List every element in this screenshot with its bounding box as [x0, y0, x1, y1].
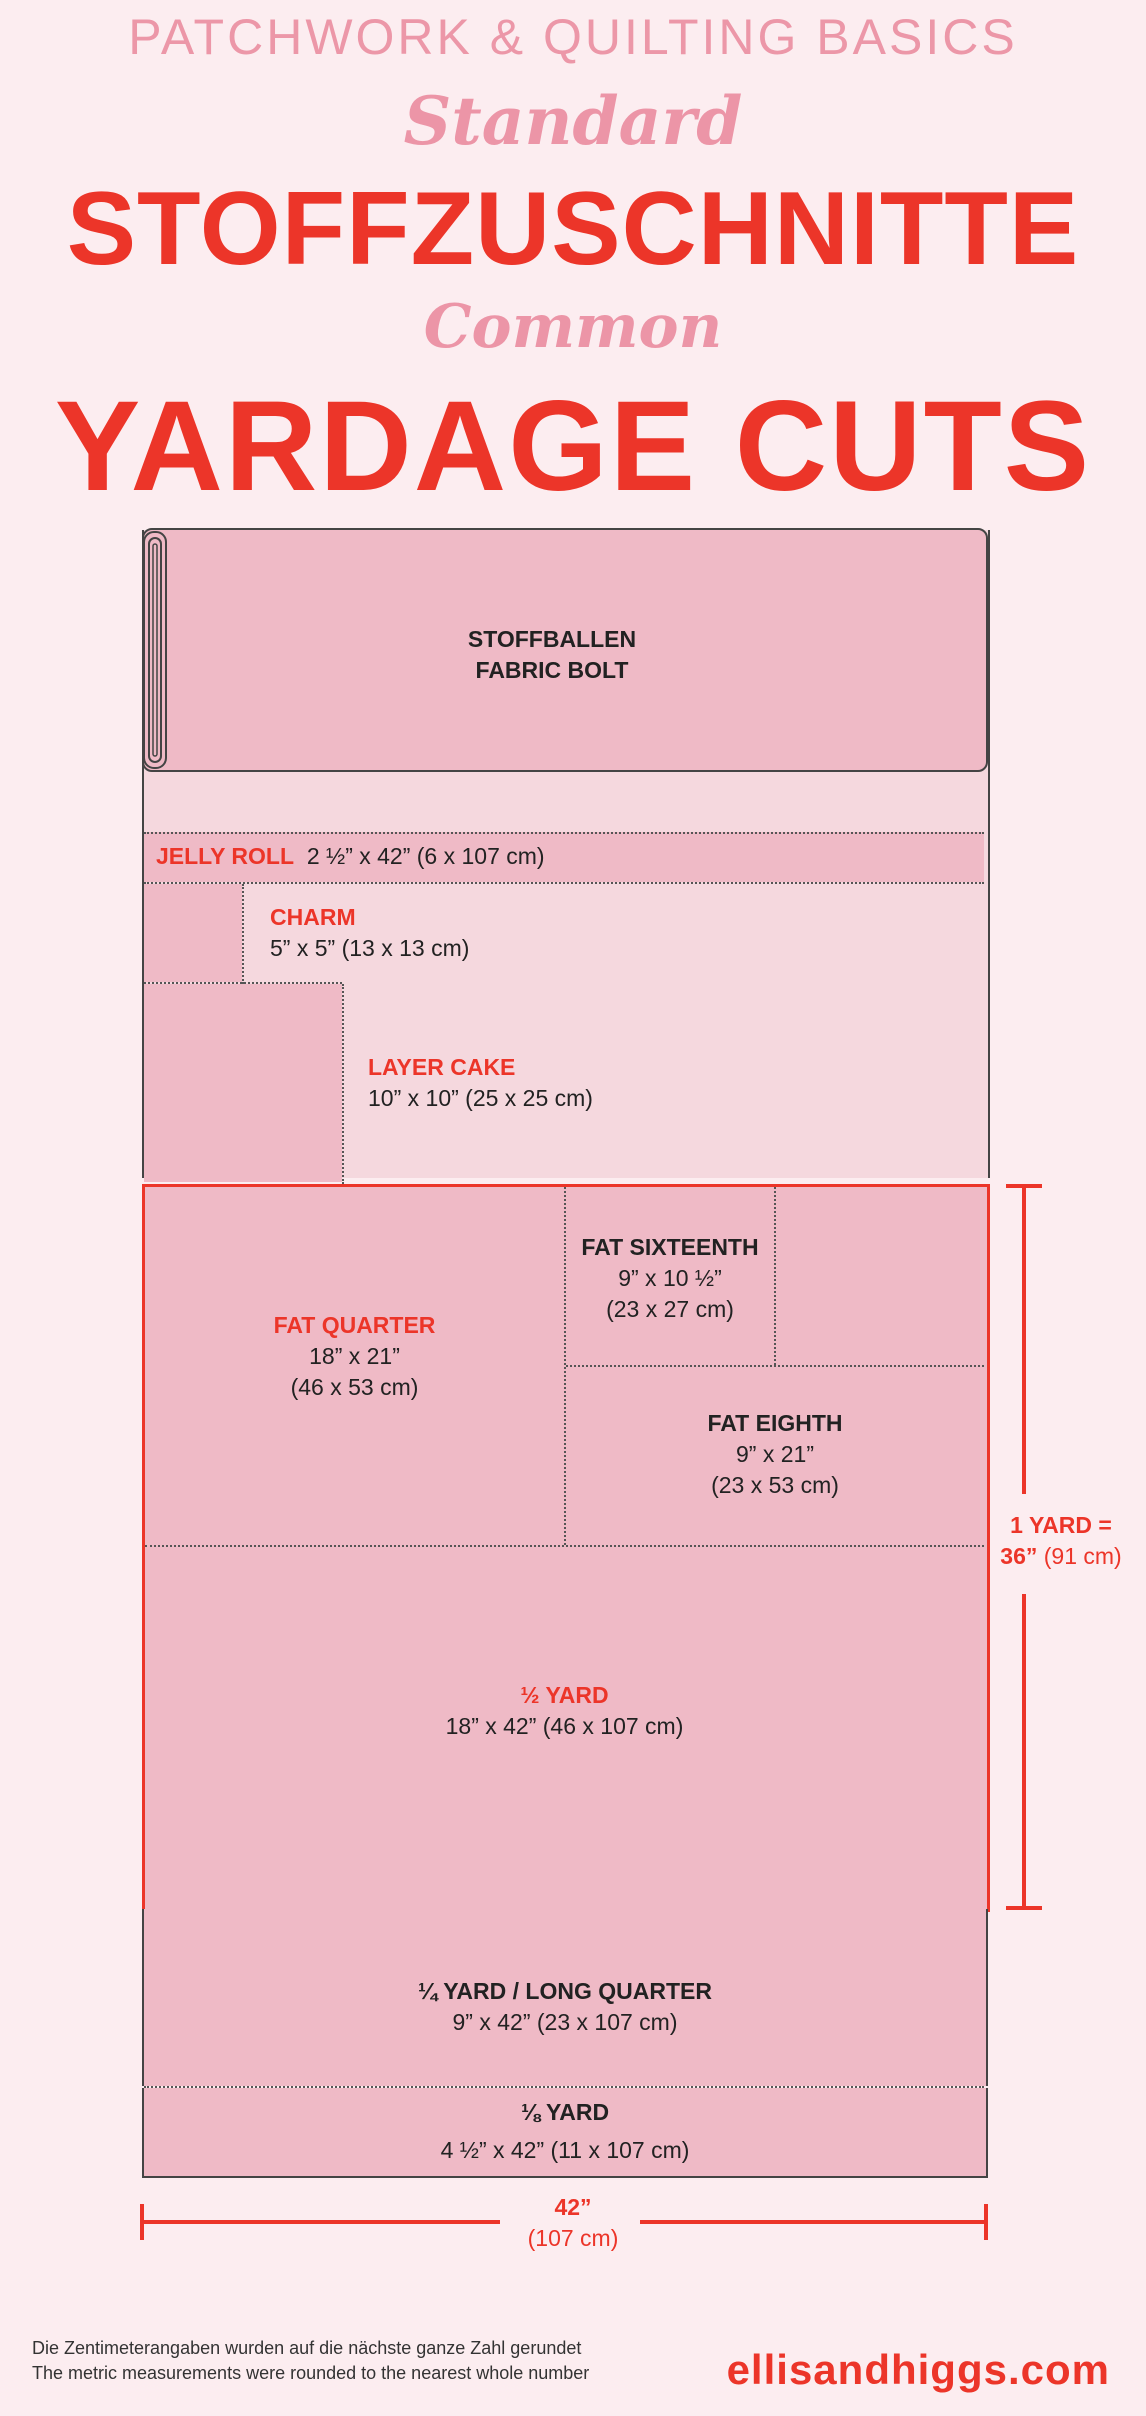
fat-sixteenth-metric: (23 x 27 cm)	[606, 1296, 734, 1322]
layer-cake-label: LAYER CAKE 10” x 10” (25 x 25 cm)	[368, 1052, 593, 1114]
charm-cut	[144, 884, 242, 982]
bolt-label-en: FABRIC BOLT	[475, 657, 629, 683]
quarter-yard-name: ¼ YARD / LONG QUARTER	[418, 1978, 712, 2004]
yard-dimension-label: 1 YARD = 36” (91 cm)	[988, 1510, 1134, 1572]
fat-quarter-name: FAT QUARTER	[273, 1312, 436, 1338]
eighth-yard-top-line	[144, 2086, 984, 2088]
footer-note-en: The metric measurements were rounded to …	[32, 2363, 590, 2383]
layer-cake-name: LAYER CAKE	[368, 1054, 516, 1080]
bolt-roll-icon	[142, 530, 168, 770]
fat-sixteenth-bottom-line	[566, 1365, 984, 1367]
fat-eighth-label: FAT EIGHTH 9” x 21” (23 x 53 cm)	[566, 1408, 984, 1501]
yard-dimension-metric: (91 cm)	[1043, 1543, 1122, 1569]
bolt-label: STOFFBALLEN FABRIC BOLT	[142, 624, 962, 686]
one-yard-box	[142, 1184, 990, 1912]
jelly-roll-cut	[144, 832, 984, 882]
eighth-yard-name: ⅛ YARD	[520, 2099, 610, 2125]
layer-cake-right-line	[342, 984, 344, 1184]
bolt-label-de: STOFFBALLEN	[467, 626, 637, 652]
half-yard-label: ½ YARD 18” x 42” (46 x 107 cm)	[145, 1680, 984, 1742]
page-title-en: YARDAGE CUTS	[54, 375, 1092, 518]
fat-sixteenth-name: FAT SIXTEENTH	[581, 1234, 759, 1260]
fat-quarter-label: FAT QUARTER 18” x 21” (46 x 53 cm)	[145, 1310, 564, 1403]
width-dimension-bar	[140, 2202, 988, 2242]
quarter-yard-size: 9” x 42” (23 x 107 cm)	[452, 2009, 678, 2035]
eighth-yard-size: 4 ½” x 42” (11 x 107 cm)	[440, 2137, 690, 2163]
width-dimension-value: 42”	[554, 2194, 592, 2220]
half-yard-top-line	[145, 1545, 984, 1547]
half-yard-size: 18” x 42” (46 x 107 cm)	[445, 1713, 684, 1739]
yard-dimension-bar	[1004, 1184, 1044, 1910]
fat-quarter-size: 18” x 21”	[309, 1343, 400, 1369]
fat-sixteenth-label: FAT SIXTEENTH 9” x 10 ½” (23 x 27 cm)	[566, 1232, 774, 1325]
fat-quarter-metric: (46 x 53 cm)	[290, 1374, 419, 1400]
charm-bottom-line	[144, 982, 342, 984]
layer-cake-cut	[144, 984, 342, 1182]
eighth-yard-cut	[142, 2088, 988, 2178]
jelly-roll-label: JELLY ROLL 2 ½” x 42” (6 x 107 cm)	[156, 841, 545, 872]
fat-sixteenth-right-line	[774, 1187, 776, 1365]
fat-sixteenth-size: 9” x 10 ½”	[618, 1265, 722, 1291]
quarter-yard-cut	[142, 1909, 988, 2086]
quarter-yard-label: ¼ YARD / LONG QUARTER 9” x 42” (23 x 107…	[142, 1976, 988, 2038]
yard-dimension-value: 36”	[1000, 1543, 1038, 1569]
jelly-roll-name: JELLY ROLL	[156, 843, 295, 869]
charm-right-line	[242, 884, 244, 984]
script-heading-de: Standard	[403, 82, 743, 160]
jelly-roll-size: 2 ½” x 42” (6 x 107 cm)	[306, 843, 545, 869]
fat-eighth-metric: (23 x 53 cm)	[711, 1472, 839, 1498]
charm-label: CHARM 5” x 5” (13 x 13 cm)	[270, 902, 469, 964]
jelly-roll-top-line	[144, 832, 984, 834]
fat-eighth-name: FAT EIGHTH	[707, 1410, 843, 1436]
site-link[interactable]: ellisandhiggs.com	[726, 2346, 1110, 2393]
script-heading-en: Common	[423, 292, 723, 362]
fat-quarter-right-line	[564, 1187, 566, 1545]
charm-name: CHARM	[270, 904, 356, 930]
half-yard-name: ½ YARD	[520, 1682, 609, 1708]
layer-cake-size: 10” x 10” (25 x 25 cm)	[368, 1085, 593, 1111]
width-dimension-label: 42” (107 cm)	[500, 2192, 646, 2254]
yard-dimension-title: 1 YARD =	[1010, 1512, 1112, 1538]
kicker-heading: PATCHWORK & QUILTING BASICS	[128, 9, 1018, 65]
footer-note-de: Die Zentimeterangaben wurden auf die näc…	[32, 2338, 582, 2358]
jelly-roll-bottom-line	[144, 882, 984, 884]
width-dimension-metric: (107 cm)	[527, 2225, 619, 2251]
page-title-de: STOFFZUSCHNITTE	[66, 171, 1080, 287]
fat-eighth-size: 9” x 21”	[736, 1441, 814, 1467]
eighth-yard-label: ⅛ YARD 4 ½” x 42” (11 x 107 cm)	[142, 2093, 988, 2169]
charm-size: 5” x 5” (13 x 13 cm)	[270, 935, 470, 961]
